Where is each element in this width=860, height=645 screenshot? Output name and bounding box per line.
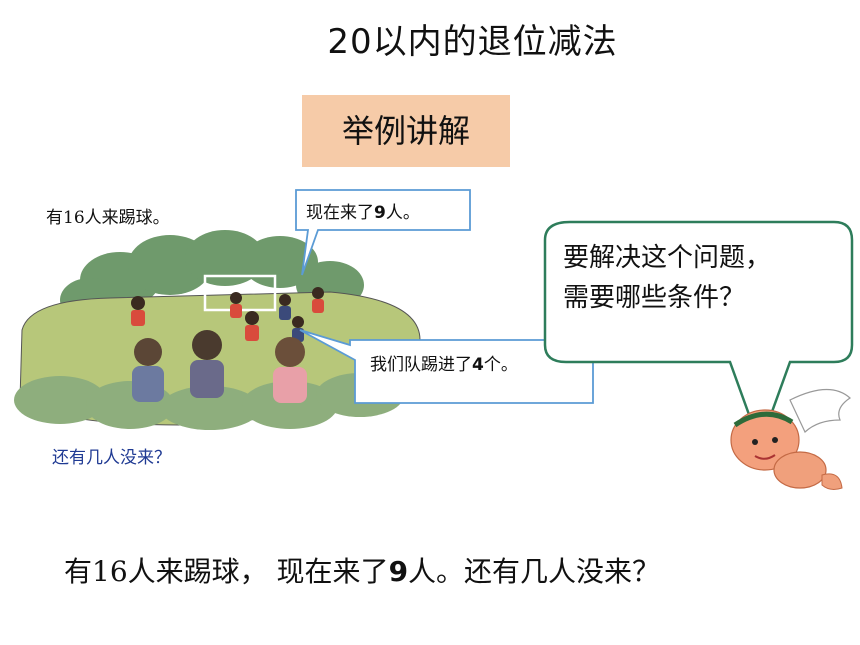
wing-icon	[789, 388, 851, 433]
slide-title: 20以内的退位减法	[327, 22, 618, 62]
bubble-now-outline	[295, 189, 471, 276]
helper-line-2: 需要哪些条件？	[563, 283, 746, 313]
bubble-team-number: 4	[472, 355, 484, 375]
children-watching	[132, 330, 307, 403]
bubble-team-text: 我们队踢进了4个。	[370, 350, 518, 375]
helper-line-1: 要解决这个问题，	[563, 243, 772, 273]
trees	[60, 230, 364, 322]
section-tag: 举例讲解	[302, 95, 510, 167]
problem-part-1: 有16人来踢球，	[64, 555, 268, 588]
bubble-team-suffix: 个。	[483, 355, 518, 375]
bubble-now-number: 9	[374, 203, 386, 223]
helper-bubble-outline	[543, 220, 854, 449]
caption-players-count: 有16人来踢球。	[46, 208, 170, 228]
problem-part-3: 人。还有几人没来？	[408, 555, 661, 588]
bubble-now-prefix: 现在来了	[306, 203, 374, 223]
bubble-now-text: 现在来了9人。	[306, 198, 420, 223]
bubble-now-suffix: 人。	[385, 203, 420, 223]
helper-question: 要解决这个问题， 需要哪些条件？	[563, 238, 771, 318]
players	[131, 287, 324, 342]
problem-number: 9	[388, 555, 409, 588]
problem-part-2: 现在来了	[276, 555, 389, 588]
caption-question: 还有几人没来？	[52, 448, 171, 468]
problem-statement: 有16人来踢球， 现在来了9人。还有几人没来？	[64, 550, 660, 590]
bubble-team-prefix: 我们队踢进了	[370, 355, 472, 375]
